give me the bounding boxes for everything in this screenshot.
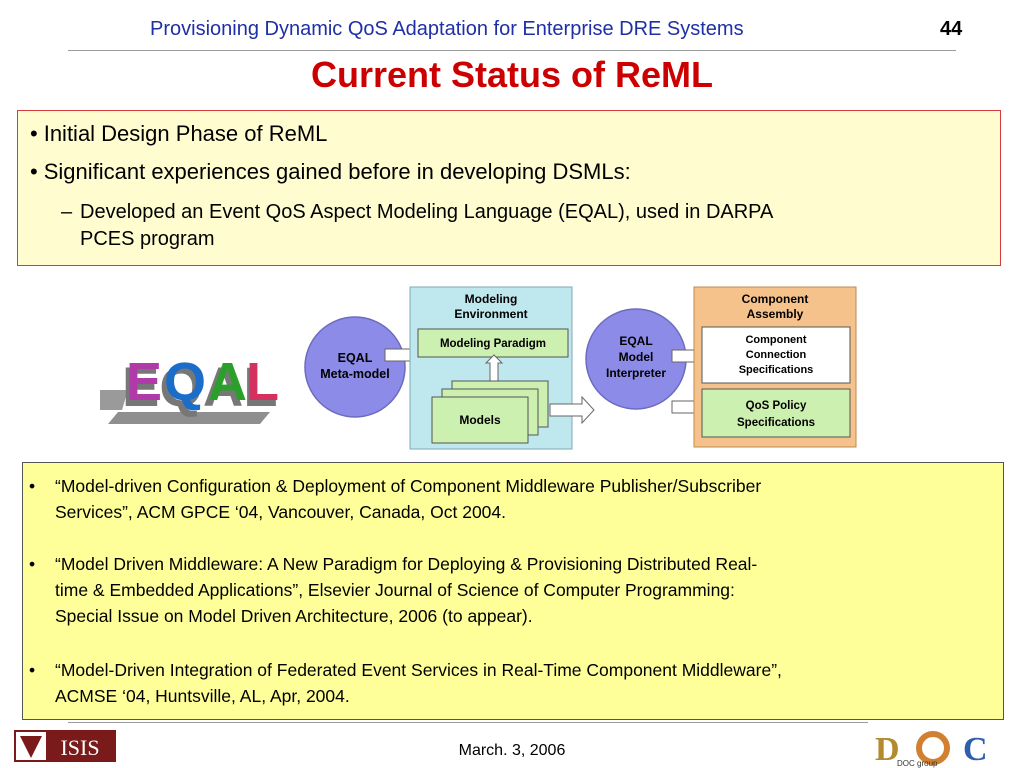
arrow-models-interpreter xyxy=(549,395,595,425)
eqal-letters: E Q A L xyxy=(126,352,279,412)
isis-logo-emblem xyxy=(20,736,42,758)
references-box: • “Model-driven Configuration & Deployme… xyxy=(22,462,1004,720)
reference-item: • “Model Driven Middleware: A New Paradi… xyxy=(29,551,997,629)
connection-label-1: Component xyxy=(745,334,806,346)
doc-logo-o xyxy=(916,731,950,765)
reference-bullet: • xyxy=(29,476,36,496)
reference-line: Services”, ACM GPCE ‘04, Vancouver, Cana… xyxy=(55,502,507,522)
doc-group-logo-icon: D C DOC group xyxy=(875,731,988,768)
reference-item: • “Model-Driven Integration of Federated… xyxy=(29,657,997,709)
connection-label-3: Specifications xyxy=(739,364,814,376)
eqal-metamodel-circle xyxy=(304,316,406,418)
bullet-experiences: Significant experiences gained before in… xyxy=(30,159,631,185)
assembly-label-2: Assembly xyxy=(747,307,804,321)
reference-line: “Model Driven Middleware: A New Paradigm… xyxy=(55,554,758,574)
qos-policy-box xyxy=(701,388,851,438)
bullet-box: Initial Design Phase of ReML Significant… xyxy=(17,110,1001,266)
doc-logo-c: C xyxy=(963,731,988,768)
paradigm-label: Modeling Paradigm xyxy=(440,338,546,350)
eqal-shadow-base xyxy=(108,412,270,424)
sub-bullet-line2: PCES program xyxy=(80,228,215,250)
eqal-workflow-diagram: EQAL Meta-model Modeling Environment Mod… xyxy=(304,286,857,450)
reference-line: Special Issue on Model Driven Architectu… xyxy=(55,606,533,626)
footer-date: March. 3, 2006 xyxy=(458,742,566,759)
environment-label-2: Environment xyxy=(454,307,527,321)
sub-bullet-line1: Developed an Event QoS Aspect Modeling L… xyxy=(80,201,774,223)
connection-label-2: Connection xyxy=(746,349,807,361)
models-box xyxy=(431,396,529,444)
eqal-logo-icon: EQAL E Q A L xyxy=(100,352,279,424)
footer-divider xyxy=(68,722,868,723)
reference-item: • “Model-driven Configuration & Deployme… xyxy=(29,473,997,525)
doc-logo-group: DOC group xyxy=(897,759,938,768)
interpreter-label-1: EQAL xyxy=(619,334,652,348)
header-divider xyxy=(68,50,956,51)
metamodel-label-2: Meta-model xyxy=(320,367,389,381)
models-label: Models xyxy=(459,413,501,427)
qos-label-2: Specifications xyxy=(737,417,815,429)
bullet-text: Significant experiences gained before in… xyxy=(43,159,631,184)
isis-logo-text: ISIS xyxy=(60,735,99,760)
qos-label-1: QoS Policy xyxy=(746,400,807,412)
reference-line: ACMSE ‘04, Huntsville, AL, Apr, 2004. xyxy=(55,686,350,706)
slide-title: Current Status of ReML xyxy=(310,54,713,95)
eqal-shadow-left xyxy=(100,390,128,410)
eqal-letter-e: E xyxy=(126,352,162,412)
reference-bullet: • xyxy=(29,554,36,574)
eqal-letter-q: Q xyxy=(164,352,206,412)
header-title: Provisioning Dynamic QoS Adaptation for … xyxy=(150,18,744,40)
isis-logo-icon: ISIS xyxy=(14,730,116,762)
assembly-label-1: Component xyxy=(742,292,809,306)
eqal-letter-a: A xyxy=(208,352,247,412)
doc-logo-d: D xyxy=(875,731,900,768)
connection-spec-box xyxy=(701,326,851,384)
sub-bullet-eqal: – Developed an Event QoS Aspect Modeling… xyxy=(61,199,981,253)
reference-line: time & Embedded Applications”, Elsevier … xyxy=(55,580,735,600)
environment-label-1: Modeling xyxy=(465,292,518,306)
reference-bullet: • xyxy=(29,660,36,680)
reference-line: “Model-Driven Integration of Federated E… xyxy=(55,660,782,680)
interpreter-label-2: Model xyxy=(619,350,654,364)
modeling-paradigm-box xyxy=(417,328,569,358)
eqal-shadow-text: EQAL xyxy=(122,355,278,418)
metamodel-label-1: EQAL xyxy=(338,351,373,365)
bullet-text: Initial Design Phase of ReML xyxy=(43,121,328,146)
reference-line: “Model-driven Configuration & Deployment… xyxy=(55,476,762,496)
interpreter-label-3: Interpreter xyxy=(606,366,666,380)
page-number: 44 xyxy=(940,18,963,40)
eqal-letter-l: L xyxy=(246,352,279,412)
bullet-initial-design: Initial Design Phase of ReML xyxy=(30,121,328,147)
